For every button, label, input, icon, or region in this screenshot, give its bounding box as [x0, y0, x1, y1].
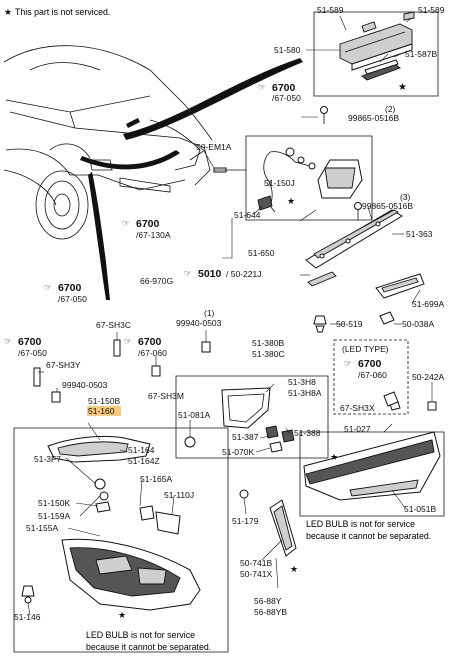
- label-67-050: /67-050: [272, 93, 301, 103]
- label-56-88yb: 56-88YB: [254, 607, 287, 617]
- label-6700: 6700: [136, 218, 160, 230]
- label-67-sh3y: 67-SH3Y: [46, 360, 81, 370]
- reference-icon: ☞: [4, 336, 12, 346]
- label-67-050: /67-050: [58, 294, 87, 304]
- label-51-159a: 51-159A: [38, 511, 70, 521]
- label-51-589: 51-589: [418, 5, 445, 15]
- label-6700: 6700: [18, 336, 42, 348]
- label-51-587b: 51-587B: [405, 49, 437, 59]
- label-51-380b: 51-380B: [252, 338, 284, 348]
- reference-icon: ☞: [122, 218, 130, 228]
- spoiler-bracket: [305, 209, 425, 299]
- left-tail-lamp: ★: [13, 427, 229, 653]
- label-99940-0503: 99940-0503: [62, 380, 108, 390]
- label-qty: (1): [204, 308, 215, 318]
- label-51-3h8: 51-3H8: [288, 377, 316, 387]
- label-51-164: 51-164: [128, 445, 155, 455]
- led-note-right-line2: because it cannot be separated.: [306, 531, 431, 541]
- high-mount-lamp-group: ★: [313, 11, 439, 97]
- reference-icon: ☞: [124, 336, 132, 346]
- label-51-380c: 51-380C: [252, 349, 285, 359]
- label-51-388: 51-388: [294, 428, 321, 438]
- screw-icon: [320, 106, 362, 220]
- reference-icon: ☞: [44, 282, 52, 292]
- svg-text:★: ★: [290, 564, 298, 574]
- label-50-038a: 50-038A: [402, 319, 434, 329]
- label-99940-0503: 99940-0503: [176, 318, 222, 328]
- label-6700: 6700: [58, 282, 82, 294]
- svg-text:★: ★: [287, 196, 295, 206]
- led-note-left-line1: LED BULB is not for service: [86, 630, 195, 640]
- label-qty: (2): [385, 104, 396, 114]
- socket-icon: [383, 391, 399, 407]
- label-51-699a: 51-699A: [412, 299, 444, 309]
- label-51-070k: 51-070K: [222, 447, 254, 457]
- reference-icon: ☞: [258, 82, 266, 92]
- label-51-155a: 51-155A: [26, 523, 58, 533]
- label-5010: 5010: [198, 268, 222, 280]
- label-56-88y: 56-88Y: [254, 596, 282, 606]
- garnish-group: [175, 375, 329, 459]
- label-51-146: 51-146: [14, 612, 41, 622]
- label-6700: 6700: [138, 336, 162, 348]
- svg-text:★: ★: [330, 452, 338, 462]
- label-67-sh3m: 67-SH3M: [148, 391, 184, 401]
- label-67-sh3c: 67-SH3C: [96, 320, 131, 330]
- label-51-580: 51-580: [274, 45, 301, 55]
- label-51-3h8a: 51-3H8A: [288, 388, 322, 398]
- highlight-part-51-160: [87, 406, 121, 416]
- notice-star: ★: [4, 7, 12, 17]
- led-type-box: [333, 339, 409, 415]
- svg-text:★: ★: [398, 82, 407, 93]
- label-67-060: /67-060: [358, 370, 387, 380]
- label-67-sh3x: 67-SH3X: [340, 403, 375, 413]
- label-50-741b: 50-741B: [240, 558, 272, 568]
- label-51-160: 51-160: [88, 406, 115, 416]
- label-66-970g: 66-970G: [140, 276, 173, 286]
- label-51-165a: 51-165A: [140, 474, 172, 484]
- label-99865-0516b: 99865-0516B: [362, 201, 413, 211]
- label-51-589: 51-589: [317, 5, 344, 15]
- vehicle-outline: [3, 45, 303, 300]
- label-51-179: 51-179: [232, 516, 259, 526]
- notice-text: This part is not serviced.: [15, 7, 110, 17]
- label-51-051b: 51-051B: [404, 504, 436, 514]
- label-67-060: /67-060: [138, 348, 167, 358]
- reference-icon: ☞: [344, 358, 352, 368]
- label-6700: 6700: [358, 358, 382, 370]
- label-99865-0516b: 99865-0516B: [348, 113, 399, 123]
- led-note-left-line2: because it cannot be separated.: [86, 642, 211, 652]
- label-51-3f7: 51-3F7: [34, 454, 61, 464]
- rear-reflector: ★: [269, 499, 298, 574]
- label-67-130a: /67-130A: [136, 230, 171, 240]
- label-50-741x: 50-741X: [240, 569, 272, 579]
- led-note-right-line1: LED BULB is not for service: [306, 519, 415, 529]
- led-type-label: (LED TYPE): [342, 344, 389, 354]
- label-qty: (3): [400, 192, 411, 202]
- svg-text:★: ★: [118, 610, 126, 620]
- label-6700: 6700: [272, 82, 296, 94]
- label-51-150j: 51-150J: [264, 178, 295, 188]
- label-51-150b: 51-150B: [88, 396, 120, 406]
- label-51-650: 51-650: [248, 248, 275, 258]
- labels: ★ This part is not serviced. 51-589 51-5…: [4, 5, 445, 652]
- label-51-027: 51-027: [344, 424, 371, 434]
- brake-lamp-group: ★: [213, 135, 373, 221]
- label-51-387: 51-387: [232, 432, 259, 442]
- label-50-em1a: 50-EM1A: [196, 142, 232, 152]
- reference-icon: ☞: [184, 268, 192, 278]
- label-50-519: 50-519: [336, 319, 363, 329]
- label-51-110j: 51-110J: [164, 490, 194, 500]
- right-tail-lamp: ★: [299, 431, 445, 517]
- label-51-164z: 51-164Z: [128, 456, 160, 466]
- label-67-050: /67-050: [18, 348, 47, 358]
- label-51-150k: 51-150K: [38, 498, 70, 508]
- label-50-242a: 50-242A: [412, 372, 444, 382]
- leader-lines: [27, 49, 433, 616]
- label-51-363: 51-363: [406, 229, 433, 239]
- label-50-221j: / 50-221J: [226, 269, 261, 279]
- label-51-644: 51-644: [234, 210, 261, 220]
- label-51-081a: 51-081A: [178, 410, 210, 420]
